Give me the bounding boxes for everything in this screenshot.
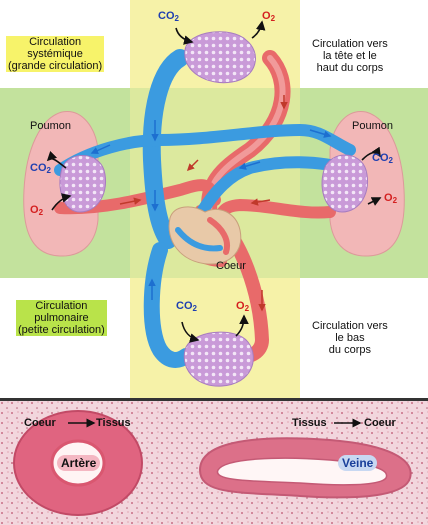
venous-flow-arrows: [90, 120, 332, 300]
label-upper-body-circulation: Circulation vers la tête et le haut du c…: [312, 38, 388, 74]
label-heart: Coeur: [216, 260, 246, 272]
capillary-bed-bottom: [183, 331, 254, 387]
vein-label: Veine: [338, 455, 378, 471]
gas-o2-bottom: O2: [236, 300, 250, 313]
label-pulmonary-circulation: Circulation pulmonaire (petite circulati…: [16, 300, 107, 336]
label-left-lung: Poumon: [30, 120, 71, 132]
gas-co2-left-lung: CO2: [30, 162, 51, 175]
gas-co2-top: CO2: [158, 10, 179, 23]
artery-label: Artère: [57, 455, 101, 471]
gas-exchange-arrows: [46, 20, 382, 343]
label-lower-body-circulation: Circulation vers le bas du corps: [312, 320, 388, 356]
vein-flow-from: Tissus: [292, 417, 327, 429]
label-right-lung: Poumon: [352, 120, 393, 132]
gas-o2-right-lung: O2: [384, 192, 398, 205]
gas-o2-left-lung: O2: [30, 204, 44, 217]
capillary-bed-top: [184, 31, 256, 84]
arterial-flow-arrows: [119, 95, 288, 312]
artery-flow-to: Tissus: [96, 417, 131, 429]
capillary-bed-right-lung: [321, 154, 368, 213]
gas-o2-top: O2: [262, 10, 276, 23]
artery-flow-from: Coeur: [24, 417, 56, 429]
heart-shape: [168, 206, 242, 265]
separator-line: [0, 398, 428, 401]
gas-co2-bottom: CO2: [176, 300, 197, 313]
label-systemic-circulation: Circulation systémique (grande circulati…: [6, 36, 105, 72]
vein-flow-to: Coeur: [364, 417, 396, 429]
gas-co2-right-lung: CO2: [372, 152, 393, 165]
